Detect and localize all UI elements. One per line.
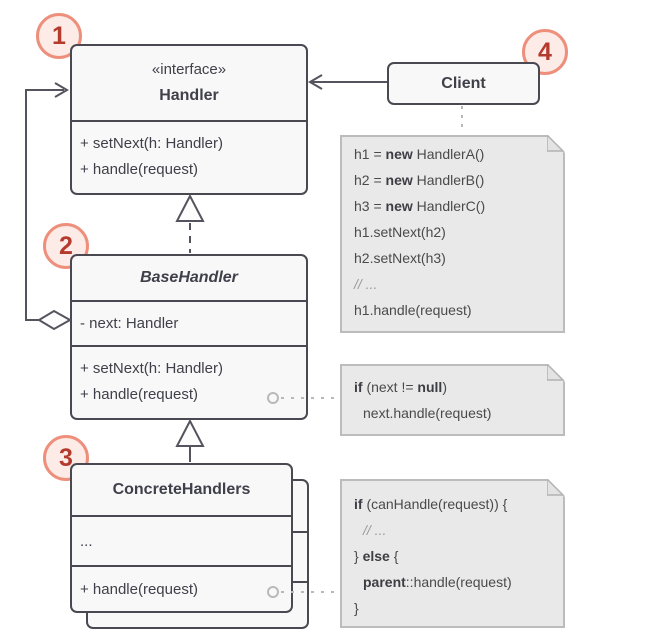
code-line: } [354, 600, 359, 616]
basehandler-class: BaseHandler - next: Handler + setNext(h:… [70, 254, 308, 420]
client-class-title: Client [389, 64, 538, 103]
concrete-handlers-name: ConcreteHandlers [112, 481, 251, 498]
handler-methods: + setNext(h: Handler) + handle(request) [72, 120, 306, 183]
note-fold-icon [547, 135, 565, 153]
note-next-check: if (next != null) next.handle(request) [340, 364, 565, 436]
concrete-handlers-title: ConcreteHandlers [72, 465, 291, 515]
basehandler-attribute: - next: Handler [72, 300, 306, 345]
note-fold-icon [547, 364, 565, 382]
badge-1: 1 [36, 13, 82, 59]
code-line: h1 = new HandlerA() [354, 146, 485, 162]
basehandler-methods: + setNext(h: Handler) + handle(request) [72, 345, 306, 408]
method-row: + handle(request) [72, 565, 291, 611]
code-line: if (canHandle(request)) { [354, 496, 508, 512]
code-line: h1.handle(request) [354, 302, 472, 318]
self-association-line [25, 89, 64, 321]
code-line: parent::handle(request) [363, 574, 512, 590]
note-can-handle: if (canHandle(request)) { // ... } else … [340, 479, 565, 628]
concrete-handlers-attribute: ... [72, 515, 291, 565]
code-comment: // ... [354, 276, 378, 292]
code-line: h3 = new HandlerC() [354, 198, 486, 214]
method-row: + handle(request) [80, 161, 198, 178]
self-association-arrowhead-icon [54, 82, 69, 98]
method-row: + setNext(h: Handler) [80, 135, 223, 152]
code-line: h2.setNext(h3) [354, 250, 446, 266]
code-line: next.handle(request) [363, 405, 492, 421]
code-line: h1.setNext(h2) [354, 224, 446, 240]
code-line: } else { [354, 548, 399, 564]
concrete-handlers-class: ConcreteHandlers ... + handle(request) [70, 463, 293, 613]
code-comment: // ... [363, 522, 387, 538]
client-name: Client [441, 74, 486, 92]
basehandler-class-title: BaseHandler [72, 256, 306, 300]
client-arrowhead-icon [308, 74, 323, 90]
basehandler-name: BaseHandler [140, 269, 238, 286]
handler-class-title: «interface» Handler [72, 46, 306, 120]
code-line: h2 = new HandlerB() [354, 172, 485, 188]
handler-stereotype: «interface» [151, 61, 227, 78]
handler-name: Handler [159, 87, 219, 104]
handler-class: «interface» Handler + setNext(h: Handler… [70, 44, 308, 195]
aggregation-diamond-icon [37, 309, 73, 331]
note-client-code: h1 = new HandlerA() h2 = new HandlerB() … [340, 135, 565, 333]
code-line: if (next != null) [354, 379, 447, 395]
client-class: Client [387, 62, 540, 105]
method-row: + handle(request) [80, 386, 198, 403]
note-fold-icon [547, 479, 565, 497]
realization-triangle-icon [175, 193, 205, 222]
method-row: + setNext(h: Handler) [80, 360, 223, 377]
inheritance-triangle-icon [175, 418, 205, 447]
